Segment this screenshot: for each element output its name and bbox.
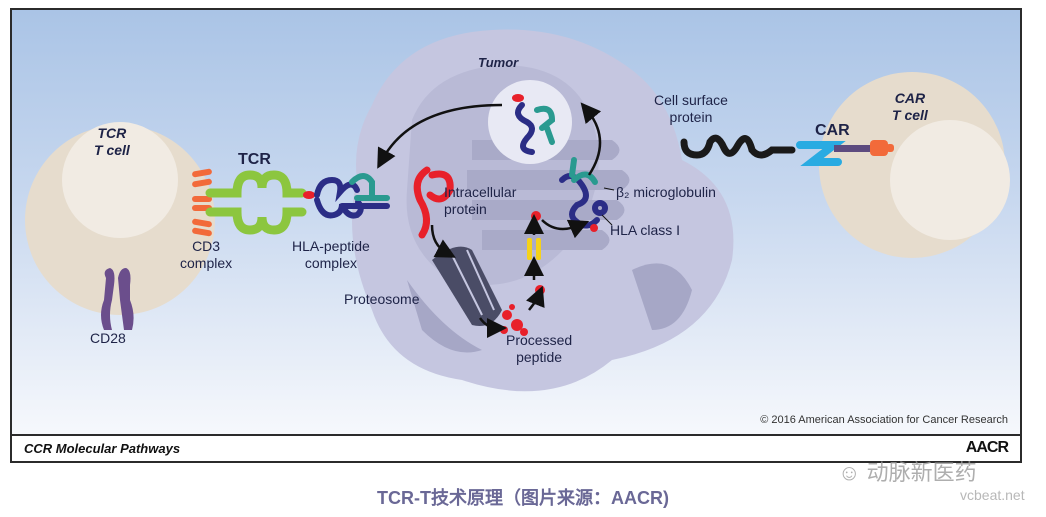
intracellular-protein-shape: [413, 166, 454, 239]
proteosome-label: Proteosome: [344, 291, 420, 307]
wechat-watermark: ☺ 动脉新医药: [838, 455, 977, 487]
tumor-label: Tumor: [478, 55, 519, 70]
tcr-label: TCR: [238, 151, 271, 168]
tap-transporter: [527, 238, 541, 260]
processed-peptide-label: Processed peptide: [506, 332, 572, 366]
figure-frame: TCR T cell TCR CD3 complex CD28 HLA-pept…: [10, 8, 1022, 463]
car-t-cell-label-line1: CAR: [894, 90, 926, 106]
wechat-watermark-text: 动脉新医药: [866, 460, 977, 485]
tcr-t-cell-label: TCR T cell: [94, 125, 130, 159]
cd3-complex-shape: [192, 168, 212, 237]
car-t-cell-label: CAR T cell: [892, 90, 928, 124]
processed-label-line1: Processed: [506, 332, 573, 348]
car-t-cell-label-line2: T cell: [892, 107, 928, 123]
car-t-cell: [819, 72, 1010, 258]
aacr-logo: AACR: [965, 439, 1009, 456]
cd28-shape: [101, 268, 134, 330]
cd28-label: CD28: [90, 330, 126, 346]
footer-title: CCR Molecular Pathways: [24, 441, 181, 456]
figure-caption: TCR-T技术原理（图片来源：AACR): [377, 488, 669, 508]
pathway-arrows: [377, 102, 615, 338]
processed-label-line2: peptide: [516, 349, 563, 365]
wechat-icon: ☺: [838, 460, 861, 485]
site-watermark: vcbeat.net: [960, 487, 1025, 503]
hla-class-i-label: HLA class I: [610, 222, 681, 238]
vesicle-hla-shape: [515, 102, 556, 155]
tcr-t-cell: [25, 122, 215, 315]
cell-surface-protein-shape: [680, 134, 796, 159]
intracellular-protein-label: Intracellular protein: [444, 184, 516, 218]
cell-surface-label-line2: protein: [669, 109, 713, 125]
cd3-label-line1: CD3: [192, 238, 221, 254]
hla-peptide-complex-label: HLA-peptide complex: [292, 238, 370, 272]
hla-peptide-label-line1: HLA-peptide: [292, 238, 370, 254]
cd3-label-line2: complex: [180, 255, 233, 271]
peptide-shape: [303, 191, 315, 199]
tcr-t-cell-label-line1: TCR: [97, 125, 127, 141]
intracellular-label-line1: Intracellular: [444, 184, 517, 200]
hla-peptide-complex-shape: [314, 173, 390, 219]
diagram-panel: TCR T cell TCR CD3 complex CD28 HLA-pept…: [12, 10, 1020, 436]
beta2-microglobulin-label: β₂ microglobulin: [616, 184, 716, 200]
copyright-notice: © 2016 American Association for Cancer R…: [760, 414, 1008, 426]
diagram-canvas: [25, 29, 1010, 392]
hla-peptide-label-line2: complex: [304, 255, 357, 271]
cd3-complex-label: CD3 complex: [180, 238, 232, 272]
cell-surface-label-line1: Cell surface: [654, 92, 728, 108]
car-receptor-shape: [796, 140, 894, 166]
intracellular-label-line2: protein: [444, 201, 487, 217]
cell-surface-protein-label: Cell surface protein: [654, 92, 728, 126]
tcr-t-cell-label-line2: T cell: [94, 142, 130, 158]
footer-bar: CCR Molecular Pathways AACR: [12, 436, 1020, 461]
tcr-receptor-shape: [205, 170, 307, 235]
car-label: CAR: [815, 122, 850, 139]
proteosome-shape: [432, 246, 502, 326]
